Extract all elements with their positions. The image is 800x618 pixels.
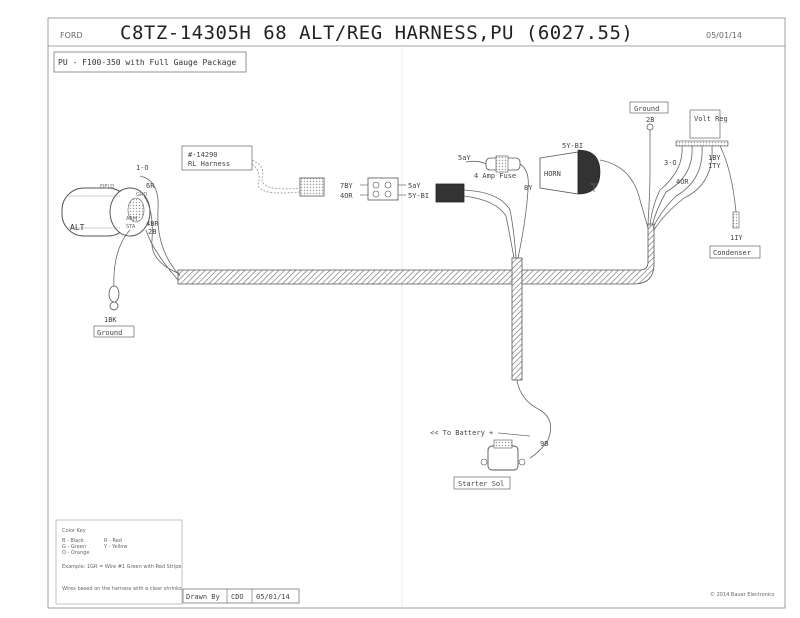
fuse-label: 4 Amp Fuse bbox=[474, 172, 516, 180]
battery-arrow-line bbox=[497, 432, 531, 437]
starter-harness-branch bbox=[511, 257, 523, 381]
alt-wire-6r: 6R bbox=[146, 182, 155, 190]
rl-connector bbox=[299, 177, 325, 197]
horn-label: HORN bbox=[544, 170, 561, 178]
color-key-r0c0: B - Black bbox=[62, 538, 84, 544]
fuse-holder bbox=[485, 155, 521, 173]
horn-wire-label: 5Y-BI bbox=[562, 142, 583, 150]
brand-label: FORD bbox=[60, 31, 83, 40]
alt-wires bbox=[139, 175, 181, 281]
color-key-r1c0: G - Green bbox=[62, 544, 86, 550]
battery-label: << To Battery + bbox=[430, 429, 493, 437]
alt-terminal-sta: STA bbox=[126, 224, 136, 230]
connector-wire-5ybl: 5Y-BI bbox=[408, 192, 429, 200]
drawn-by-value: CDO bbox=[231, 593, 244, 601]
page-title: C8TZ-14305H 68 ALT/REG HARNESS,PU (6027.… bbox=[120, 22, 633, 44]
left-ground-lug bbox=[108, 285, 120, 311]
connector-wire-4or: 4OR bbox=[340, 192, 353, 200]
left-ground-wire bbox=[113, 229, 131, 291]
connector-wire-5ay: 5aY bbox=[408, 182, 421, 190]
fuse-wire-out: 8Y bbox=[524, 184, 533, 192]
alternator-label: ALT bbox=[70, 223, 85, 232]
starter-label: Starter Sol bbox=[458, 480, 504, 488]
color-key-r1c1: Y - Yellow bbox=[103, 544, 127, 550]
drawn-by-box bbox=[182, 588, 300, 604]
connector-wire-7by: 7BY bbox=[340, 182, 353, 190]
condenser-body bbox=[732, 211, 740, 229]
rl-harness-part: #-14290 bbox=[188, 151, 218, 159]
rl-harness-box bbox=[181, 145, 253, 171]
battery-wire bbox=[516, 379, 552, 459]
volt-reg-wire-1ty: 1TY bbox=[708, 162, 721, 170]
fuse-connector bbox=[435, 183, 465, 203]
alt-wire-4br: 4BR bbox=[146, 220, 159, 228]
condenser-wire-label: 1IY bbox=[730, 234, 743, 242]
condenser-wire bbox=[719, 145, 737, 213]
horn-wire bbox=[599, 159, 649, 229]
color-key-note: Wires based on the harness with a clear … bbox=[62, 586, 188, 592]
volt-reg-wire-1by: 1BY bbox=[708, 154, 721, 162]
subtitle: PU - F100-350 with Full Gauge Package bbox=[58, 58, 236, 67]
rl-harness-dotted-wires bbox=[251, 159, 301, 194]
color-key-example: Example: 1GR = Wire #1 Green with Red St… bbox=[62, 564, 182, 570]
starter-solenoid bbox=[480, 439, 526, 471]
fuse-connector-wires bbox=[463, 189, 517, 259]
drawn-date: 05/01/14 bbox=[256, 593, 290, 601]
drawn-by-label: Drawn By bbox=[186, 593, 220, 601]
horn-ground bbox=[590, 183, 598, 192]
right-ground-label: Ground bbox=[634, 105, 659, 113]
center-connector bbox=[367, 177, 399, 201]
condenser-box bbox=[709, 245, 761, 259]
outer-frame bbox=[47, 17, 786, 609]
color-key-r0c1: R - Red bbox=[104, 538, 122, 544]
left-ground-box bbox=[93, 325, 135, 338]
fuse-wire bbox=[465, 160, 529, 259]
alternator bbox=[61, 187, 151, 237]
volt-reg-wire-3o: 3-O bbox=[664, 159, 677, 167]
right-ground-wire bbox=[647, 130, 651, 225]
main-harness bbox=[177, 223, 655, 285]
fuse-wire-in: 5aY bbox=[458, 154, 471, 162]
color-key-title: Color Key bbox=[62, 528, 86, 534]
volt-reg-wire-4or: 4OR bbox=[676, 178, 689, 186]
alt-terminal-grd: GRD bbox=[136, 192, 147, 198]
left-ground-wire-label: 1BK bbox=[104, 316, 117, 324]
header-date: 05/01/14 bbox=[706, 31, 742, 40]
alt-terminal-arm: ARM bbox=[126, 216, 137, 222]
rl-harness-label: RL Harness bbox=[188, 160, 230, 168]
alt-terminal-field: FIELD bbox=[100, 184, 114, 190]
right-ground-wire-label: 2B bbox=[646, 116, 654, 124]
right-ground-box bbox=[629, 101, 669, 114]
right-ground-ring bbox=[646, 123, 654, 131]
volt-reg-terminals bbox=[675, 140, 729, 147]
color-key-box bbox=[55, 519, 183, 605]
color-key-r2c0: O - Orange bbox=[62, 550, 89, 556]
volt-reg-wires bbox=[649, 145, 713, 231]
copyright: © 2014 Bauer Electronics bbox=[710, 591, 775, 598]
starter-box bbox=[453, 476, 511, 490]
volt-reg-box bbox=[689, 109, 721, 139]
volt-reg-label: Volt Reg bbox=[694, 115, 728, 123]
horn bbox=[539, 149, 601, 195]
subtitle-box bbox=[53, 51, 247, 73]
left-ground-label: Ground bbox=[97, 329, 122, 337]
battery-wire-label: 9B bbox=[540, 440, 548, 448]
condenser-label: Condenser bbox=[713, 249, 751, 257]
alt-wire-1o: 1-O bbox=[136, 164, 149, 172]
